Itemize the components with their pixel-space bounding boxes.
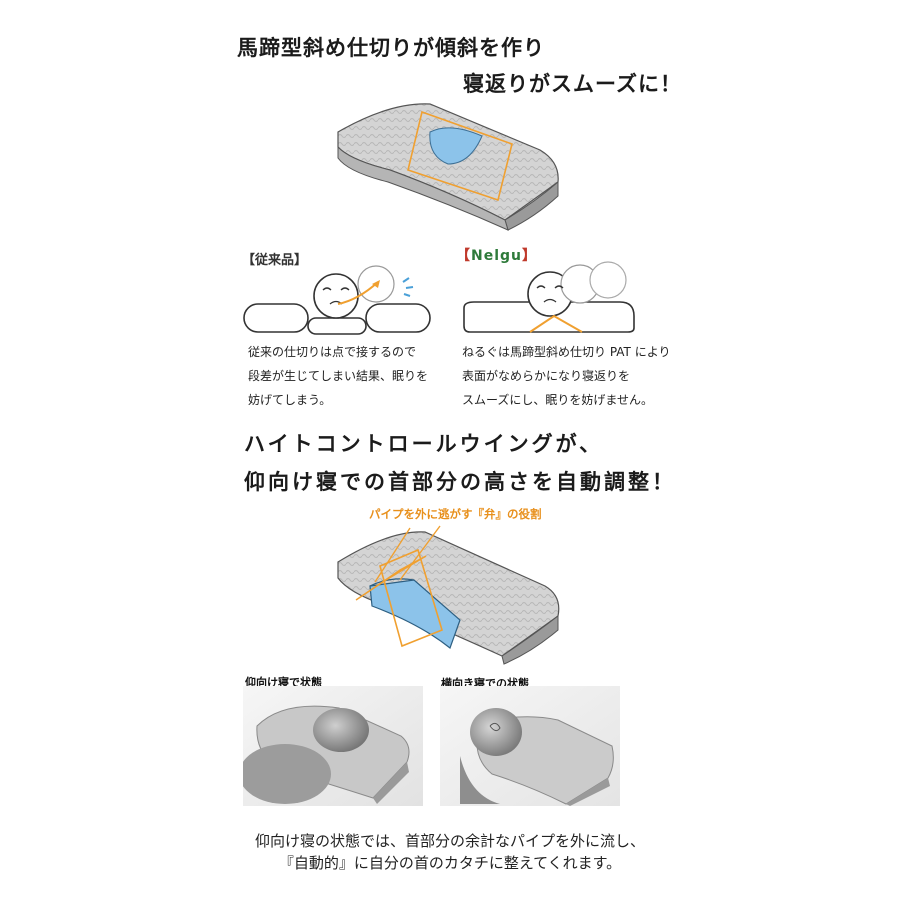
brand-caption-line: 表面がなめらかになり寝返りを <box>462 369 631 383</box>
conventional-caption-line: 段差が生じてしまい結果、眠りを <box>248 369 429 383</box>
valve-note: パイプを外に逃がす『弁』の役割 <box>369 507 542 521</box>
heading-horseshoe-line2: 寝返りがスムーズに！ <box>463 71 682 96</box>
brand-label: 【Nelgu】 <box>456 245 537 265</box>
heading-wing-line1: ハイトコントロールウイングが、 <box>244 431 604 456</box>
bottom-text-line1: 仰向け寝の状態では、首部分の余計なパイプを外に流し、 <box>254 832 645 850</box>
brand-bracket-close: 】 <box>522 248 537 264</box>
heading-wing-line2: 仰向け寝での首部分の高さを自動調整！ <box>244 469 676 494</box>
brand-caption: ねるぐは馬蹄型斜め仕切り PAT により 表面がなめらかになり寝返りを スムーズ… <box>462 340 670 412</box>
conventional-label: 【従来品】 <box>242 253 308 268</box>
brand-caption-line: スムーズにし、眠りを妨げません。 <box>462 393 654 407</box>
pillow-wing-illustration <box>330 520 570 665</box>
side-sleep-photo <box>440 686 620 806</box>
brand-name: Nelgu <box>471 248 522 264</box>
heading-horseshoe-line1: 馬蹄型斜め仕切りが傾斜を作り <box>237 35 545 60</box>
bottom-text-line2: 『自動的』に自分の首のカタチに整えてくれます。 <box>278 854 622 872</box>
back-sleep-title: 仰向け寝で状態 <box>245 676 322 689</box>
back-sleep-photo <box>243 686 423 806</box>
brand-pillow-diagram <box>460 258 640 340</box>
pillow-top-illustration <box>330 92 570 232</box>
conventional-caption: 従来の仕切りは点で接するので 段差が生じてしまい結果、眠りを 妨げてしまう。 <box>248 340 428 412</box>
brand-bracket-open: 【 <box>456 248 471 264</box>
conventional-caption-line: 従来の仕切りは点で接するので <box>248 345 417 359</box>
conventional-pillow-diagram <box>238 260 438 340</box>
conventional-caption-line: 妨げてしまう。 <box>248 393 332 407</box>
brand-caption-line: ねるぐは馬蹄型斜め仕切り PAT により <box>462 345 671 359</box>
